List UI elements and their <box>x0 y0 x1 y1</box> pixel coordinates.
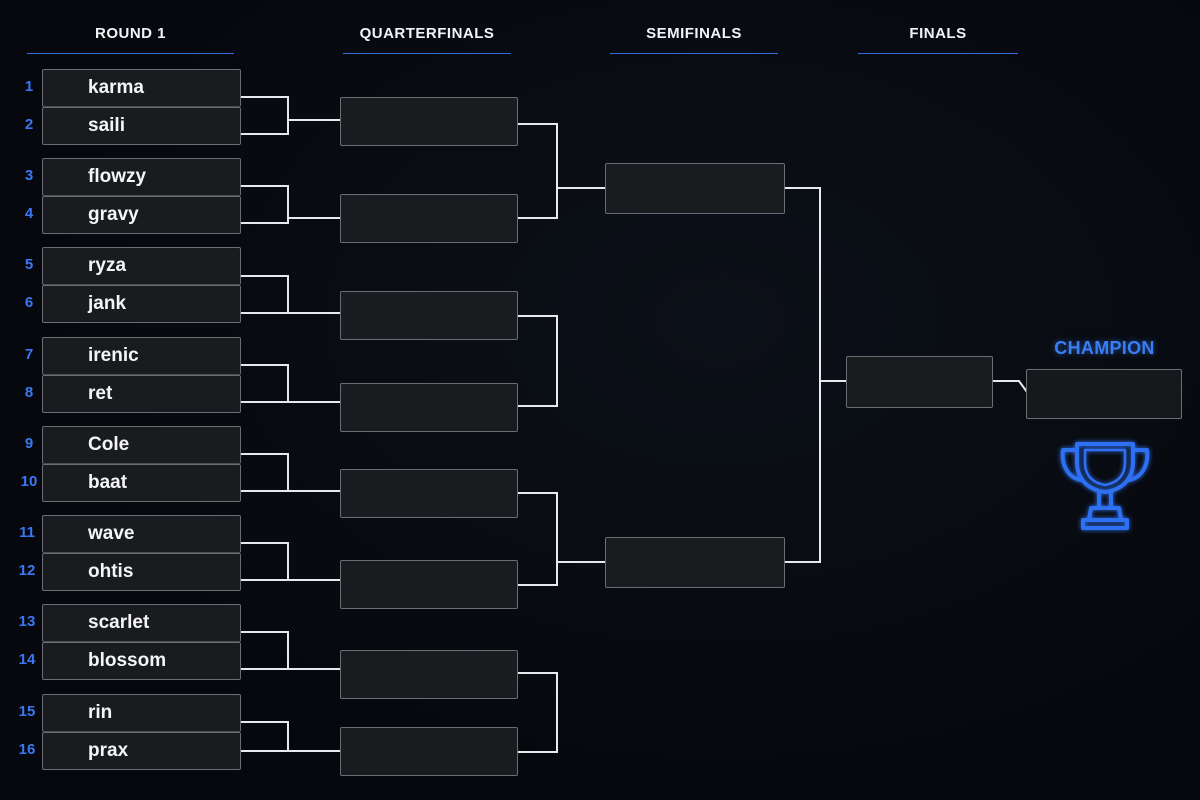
quarterfinal-slot-4[interactable] <box>340 383 518 432</box>
seed-number: 3 <box>24 167 34 184</box>
seed-number: 1 <box>24 78 34 95</box>
trophy-icon <box>1060 442 1150 530</box>
seed-number: 14 <box>18 651 36 668</box>
player-slot-ret[interactable]: ret <box>42 375 241 413</box>
player-slot-gravy[interactable]: gravy <box>42 196 241 234</box>
seed-number: 11 <box>19 524 35 541</box>
player-slot-cole[interactable]: Cole <box>42 426 241 464</box>
seed-number: 16 <box>18 741 36 758</box>
player-slot-irenic[interactable]: irenic <box>42 337 241 375</box>
quarterfinal-slot-7[interactable] <box>340 650 518 699</box>
player-slot-wave[interactable]: wave <box>42 515 241 553</box>
semifinal-slot-1[interactable] <box>605 163 785 214</box>
quarterfinal-slot-6[interactable] <box>340 560 518 609</box>
player-slot-prax[interactable]: prax <box>42 732 241 770</box>
seed-number: 8 <box>24 384 34 401</box>
champion-slot[interactable] <box>1026 369 1182 419</box>
player-slot-flowzy[interactable]: flowzy <box>42 158 241 196</box>
quarterfinal-slot-3[interactable] <box>340 291 518 340</box>
player-slot-baat[interactable]: baat <box>42 464 241 502</box>
semifinal-slot-2[interactable] <box>605 537 785 588</box>
quarterfinal-slot-5[interactable] <box>340 469 518 518</box>
header-quarterfinals: QUARTERFINALS <box>343 24 511 54</box>
quarterfinal-slot-1[interactable] <box>340 97 518 146</box>
header-round-1: ROUND 1 <box>27 24 234 54</box>
seed-number: 15 <box>18 703 36 720</box>
seed-number: 13 <box>18 613 36 630</box>
player-slot-jank[interactable]: jank <box>42 285 241 323</box>
header-semifinals: SEMIFINALS <box>610 24 778 54</box>
seed-number: 5 <box>24 256 34 273</box>
header-finals: FINALS <box>858 24 1018 54</box>
player-slot-rin[interactable]: rin <box>42 694 241 732</box>
player-slot-karma[interactable]: karma <box>42 69 241 107</box>
seed-number: 9 <box>24 435 34 452</box>
player-slot-ryza[interactable]: ryza <box>42 247 241 285</box>
quarterfinal-slot-8[interactable] <box>340 727 518 776</box>
finals-slot[interactable] <box>846 356 993 408</box>
player-slot-ohtis[interactable]: ohtis <box>42 553 241 591</box>
player-slot-scarlet[interactable]: scarlet <box>42 604 241 642</box>
seed-number: 12 <box>18 562 36 579</box>
quarterfinal-slot-2[interactable] <box>340 194 518 243</box>
seed-number: 7 <box>24 346 34 363</box>
seed-number: 4 <box>24 205 34 222</box>
champion-label: CHAMPION <box>1054 338 1155 358</box>
seed-number: 6 <box>24 294 34 311</box>
player-slot-blossom[interactable]: blossom <box>42 642 241 680</box>
seed-number: 2 <box>24 116 34 133</box>
seed-number: 10 <box>20 473 38 490</box>
player-slot-saili[interactable]: saili <box>42 107 241 145</box>
